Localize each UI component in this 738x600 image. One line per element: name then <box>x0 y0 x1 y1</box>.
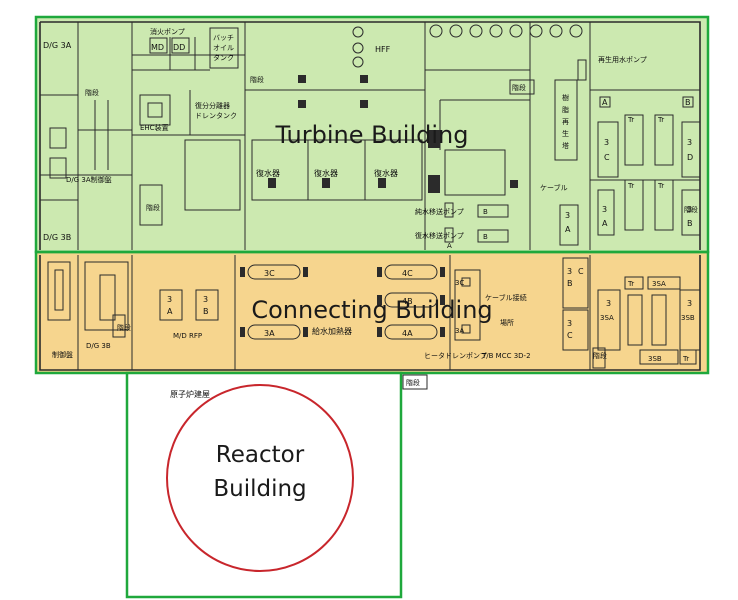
label-3b-conn-b: B <box>567 279 573 288</box>
label-cable: ケーブル <box>540 183 568 192</box>
reactor-building-title-line2: Building <box>213 476 306 502</box>
reactor-building-title-line1: Reactor <box>216 442 305 468</box>
label-3c-r: 3 <box>604 138 609 147</box>
label-b-1: B <box>685 98 691 107</box>
label-resin-2: 脂 <box>562 105 569 114</box>
label-dg3a: D/G 3A <box>43 41 72 50</box>
label-3b-conn-r: 3 <box>567 267 572 276</box>
label-tb-mcc: T/B MCC 3D-2 <box>481 352 531 360</box>
label-3sa-side-s: 3SA <box>600 314 614 322</box>
label-resin-5: 塔 <box>562 141 569 150</box>
label-condenser-3: 復水器 <box>374 168 398 178</box>
label-stairs-4: 階段 <box>146 203 160 212</box>
label-3b-r: 3 <box>687 205 692 214</box>
label-3c-conn-c: C <box>567 331 573 340</box>
label-3a-a: A <box>602 219 608 228</box>
label-3sa-top: 3SA <box>652 280 666 288</box>
label-rfp-3a-r: 3 <box>167 295 172 304</box>
label-condenser-2: 復水器 <box>314 168 338 178</box>
label-3c-conn-r: 3 <box>567 319 572 328</box>
label-stairs-3: 階段 <box>512 83 526 92</box>
label-tr-2: Tr <box>657 116 664 124</box>
label-rfp-3b-b: B <box>203 307 209 316</box>
label-3c-small: 3C <box>455 279 464 287</box>
label-condenser-1: 復水器 <box>256 168 280 178</box>
label-heater-4b: 4B <box>402 297 413 306</box>
label-stairs-5: 階段 <box>684 205 698 214</box>
label-ehc: EHC装置 <box>140 123 169 132</box>
label-drain-1: 復分分離器 <box>195 101 230 110</box>
label-heater-drain-pump: ヒータドレンポンプ <box>424 351 487 360</box>
label-heater-3a: 3A <box>264 329 275 338</box>
label-md: MD <box>151 43 164 52</box>
label-heater-4a: 4A <box>402 329 413 338</box>
label-3sb-bottom: 3SB <box>648 355 662 363</box>
label-tr-5: Tr <box>627 280 634 288</box>
label-3c-c: C <box>604 153 610 162</box>
label-cable-tray-1: ケーブル接続 <box>485 293 527 302</box>
label-batch-oil-3: タンク <box>213 53 234 62</box>
label-cable-tray-2: 場所 <box>500 318 514 327</box>
label-3a-small: 3A <box>455 327 464 335</box>
label-drain-2: ドレンタンク <box>195 111 237 120</box>
label-batch-oil-1: バッチ <box>213 34 234 42</box>
label-hff: HFF <box>375 45 391 54</box>
label-tr-4: Tr <box>657 182 664 190</box>
label-batch-oil-2: オイル <box>213 44 234 52</box>
label-feedwater-heater: 給水加熱器 <box>312 326 352 336</box>
stairs-outside-box <box>402 374 428 390</box>
label-stairs-2: 階段 <box>85 88 99 97</box>
reactor-building-outline <box>125 371 403 599</box>
label-stairs-1: 階段 <box>250 75 264 84</box>
connecting-floorplan-lines <box>39 255 701 371</box>
label-tr-6: Tr <box>682 355 689 363</box>
label-fire-pump: 消火ポンプ <box>150 27 185 36</box>
label-cp-c: C <box>578 267 584 276</box>
label-3b-b: B <box>687 219 693 228</box>
turbine-floorplan-lines <box>39 21 701 250</box>
label-dg3b-panel-1: D/G 3B <box>86 342 111 350</box>
label-3sb-side-s: 3SB <box>681 314 695 322</box>
label-rfp-3b-r: 3 <box>203 295 208 304</box>
label-3a-left-r: 3 <box>565 211 570 220</box>
reactor-circle <box>166 384 354 572</box>
label-3a-left-a: A <box>565 225 571 234</box>
label-dd: DD <box>173 43 185 52</box>
label-md-rfp: M/D RFP <box>173 332 202 340</box>
label-heater-3c: 3C <box>264 269 275 278</box>
label-tr-1: Tr <box>627 116 634 124</box>
label-resin-1: 樹 <box>562 93 569 102</box>
label-dg3b-panel-2: 制御盤 <box>52 350 73 359</box>
label-3d-r: 3 <box>687 138 692 147</box>
label-3sa-side-r: 3 <box>606 299 611 308</box>
label-stairs-7: 階段 <box>593 351 607 360</box>
label-rfp-3a-a: A <box>167 307 173 316</box>
label-3sb-side-r: 3 <box>687 299 692 308</box>
label-dg3a-panel: D/G 3A制御盤 <box>66 175 112 184</box>
label-stairs-6: 階段 <box>117 323 131 332</box>
turbine-building-title: Turbine Building <box>275 121 469 149</box>
label-regen-pump: 再生用水ポンプ <box>598 55 647 64</box>
label-transfer-pump-2: 復水移送ポンプ <box>415 231 464 240</box>
connecting-building-zone <box>36 252 708 373</box>
label-a-pump-1: A <box>447 242 452 250</box>
label-3d-d: D <box>687 153 693 162</box>
label-resin-4: 生 <box>562 129 569 138</box>
label-b-pump-2: B <box>483 233 488 241</box>
label-transfer-pump-1: 純水移送ポンプ <box>415 207 464 216</box>
label-stairs-outside: 階段 <box>406 378 420 387</box>
label-3a-r: 3 <box>602 205 607 214</box>
label-a-1: A <box>602 98 608 107</box>
label-b-pump-1: B <box>483 208 488 216</box>
label-tr-3: Tr <box>627 182 634 190</box>
label-dg3b: D/G 3B <box>43 233 71 242</box>
label-heater-4c: 4C <box>402 269 413 278</box>
label-resin-3: 再 <box>562 118 569 126</box>
connecting-building-title: Connecting Building <box>251 296 492 324</box>
label-reactor-handwritten: 原子炉建屋 <box>170 389 210 399</box>
